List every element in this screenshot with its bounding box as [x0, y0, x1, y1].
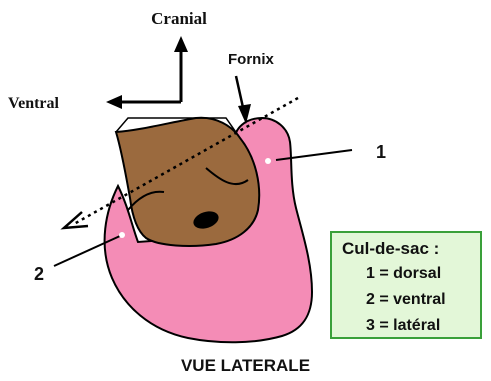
legend-item-lateral: 3 = latéral [366, 317, 440, 335]
fornix-label: Fornix [228, 51, 274, 68]
ventral-arrowhead [106, 95, 122, 109]
marker-dot-1 [265, 158, 271, 164]
view-caption: VUE LATERALE [0, 356, 491, 376]
number-2: 2 [34, 264, 44, 284]
legend-box: Cul-de-sac : 1 = dorsal 2 = ventral 3 = … [330, 231, 482, 339]
axis-arrowhead [64, 212, 88, 228]
legend-item-ventral: 2 = ventral [366, 291, 446, 309]
number-1: 1 [376, 142, 386, 162]
cranial-label: Cranial [151, 9, 207, 28]
marker-dot-2 [119, 232, 125, 238]
legend-item-dorsal: 1 = dorsal [366, 265, 441, 283]
legend-title: Cul-de-sac : [342, 239, 439, 259]
cervix [116, 118, 259, 246]
cranial-arrowhead [174, 36, 188, 52]
ventral-label: Ventral [8, 95, 60, 112]
